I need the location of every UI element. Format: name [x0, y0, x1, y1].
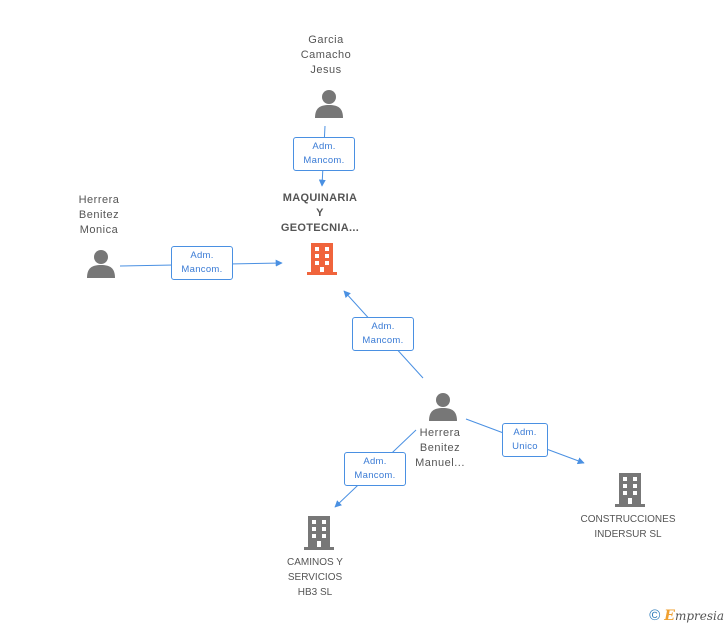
building-icon-main[interactable] [307, 243, 337, 275]
node-label-herrera-monica[interactable]: Herrera Benitez Monica [78, 194, 120, 236]
node-label-herrera-manuel[interactable]: Herrera Benitez Manuel... [415, 427, 465, 469]
edge-label-monica-maquinaria[interactable]: Adm. Mancom. [171, 246, 233, 280]
node-label-maquinaria[interactable]: MAQUINARIA Y GEOTECNIA... [280, 192, 360, 234]
node-label-garcia[interactable]: Garcia Camacho Jesus [300, 34, 352, 76]
edge-label-garcia-maquinaria[interactable]: Adm. Mancom. [293, 137, 355, 171]
person-icon[interactable] [86, 248, 116, 278]
building-icon[interactable] [304, 516, 334, 550]
edge-label-manuel-maquinaria[interactable]: Adm. Mancom. [352, 317, 414, 351]
edge-label-manuel-construcciones[interactable]: Adm. Unico [502, 423, 548, 457]
edge-label-manuel-caminos[interactable]: Adm. Mancom. [344, 452, 406, 486]
building-icon[interactable] [615, 473, 645, 507]
node-label-caminos[interactable]: CAMINOS Y SERVICIOS HB3 SL [287, 557, 343, 598]
footer-brand: © Empresia [649, 607, 724, 624]
copyright-icon: © [649, 607, 661, 624]
person-icon[interactable] [314, 88, 344, 118]
brand-logo[interactable]: Empresia [664, 607, 724, 624]
node-label-construcciones[interactable]: CONSTRUCCIONES INDERSUR SL [580, 514, 676, 540]
person-icon[interactable] [428, 391, 458, 421]
